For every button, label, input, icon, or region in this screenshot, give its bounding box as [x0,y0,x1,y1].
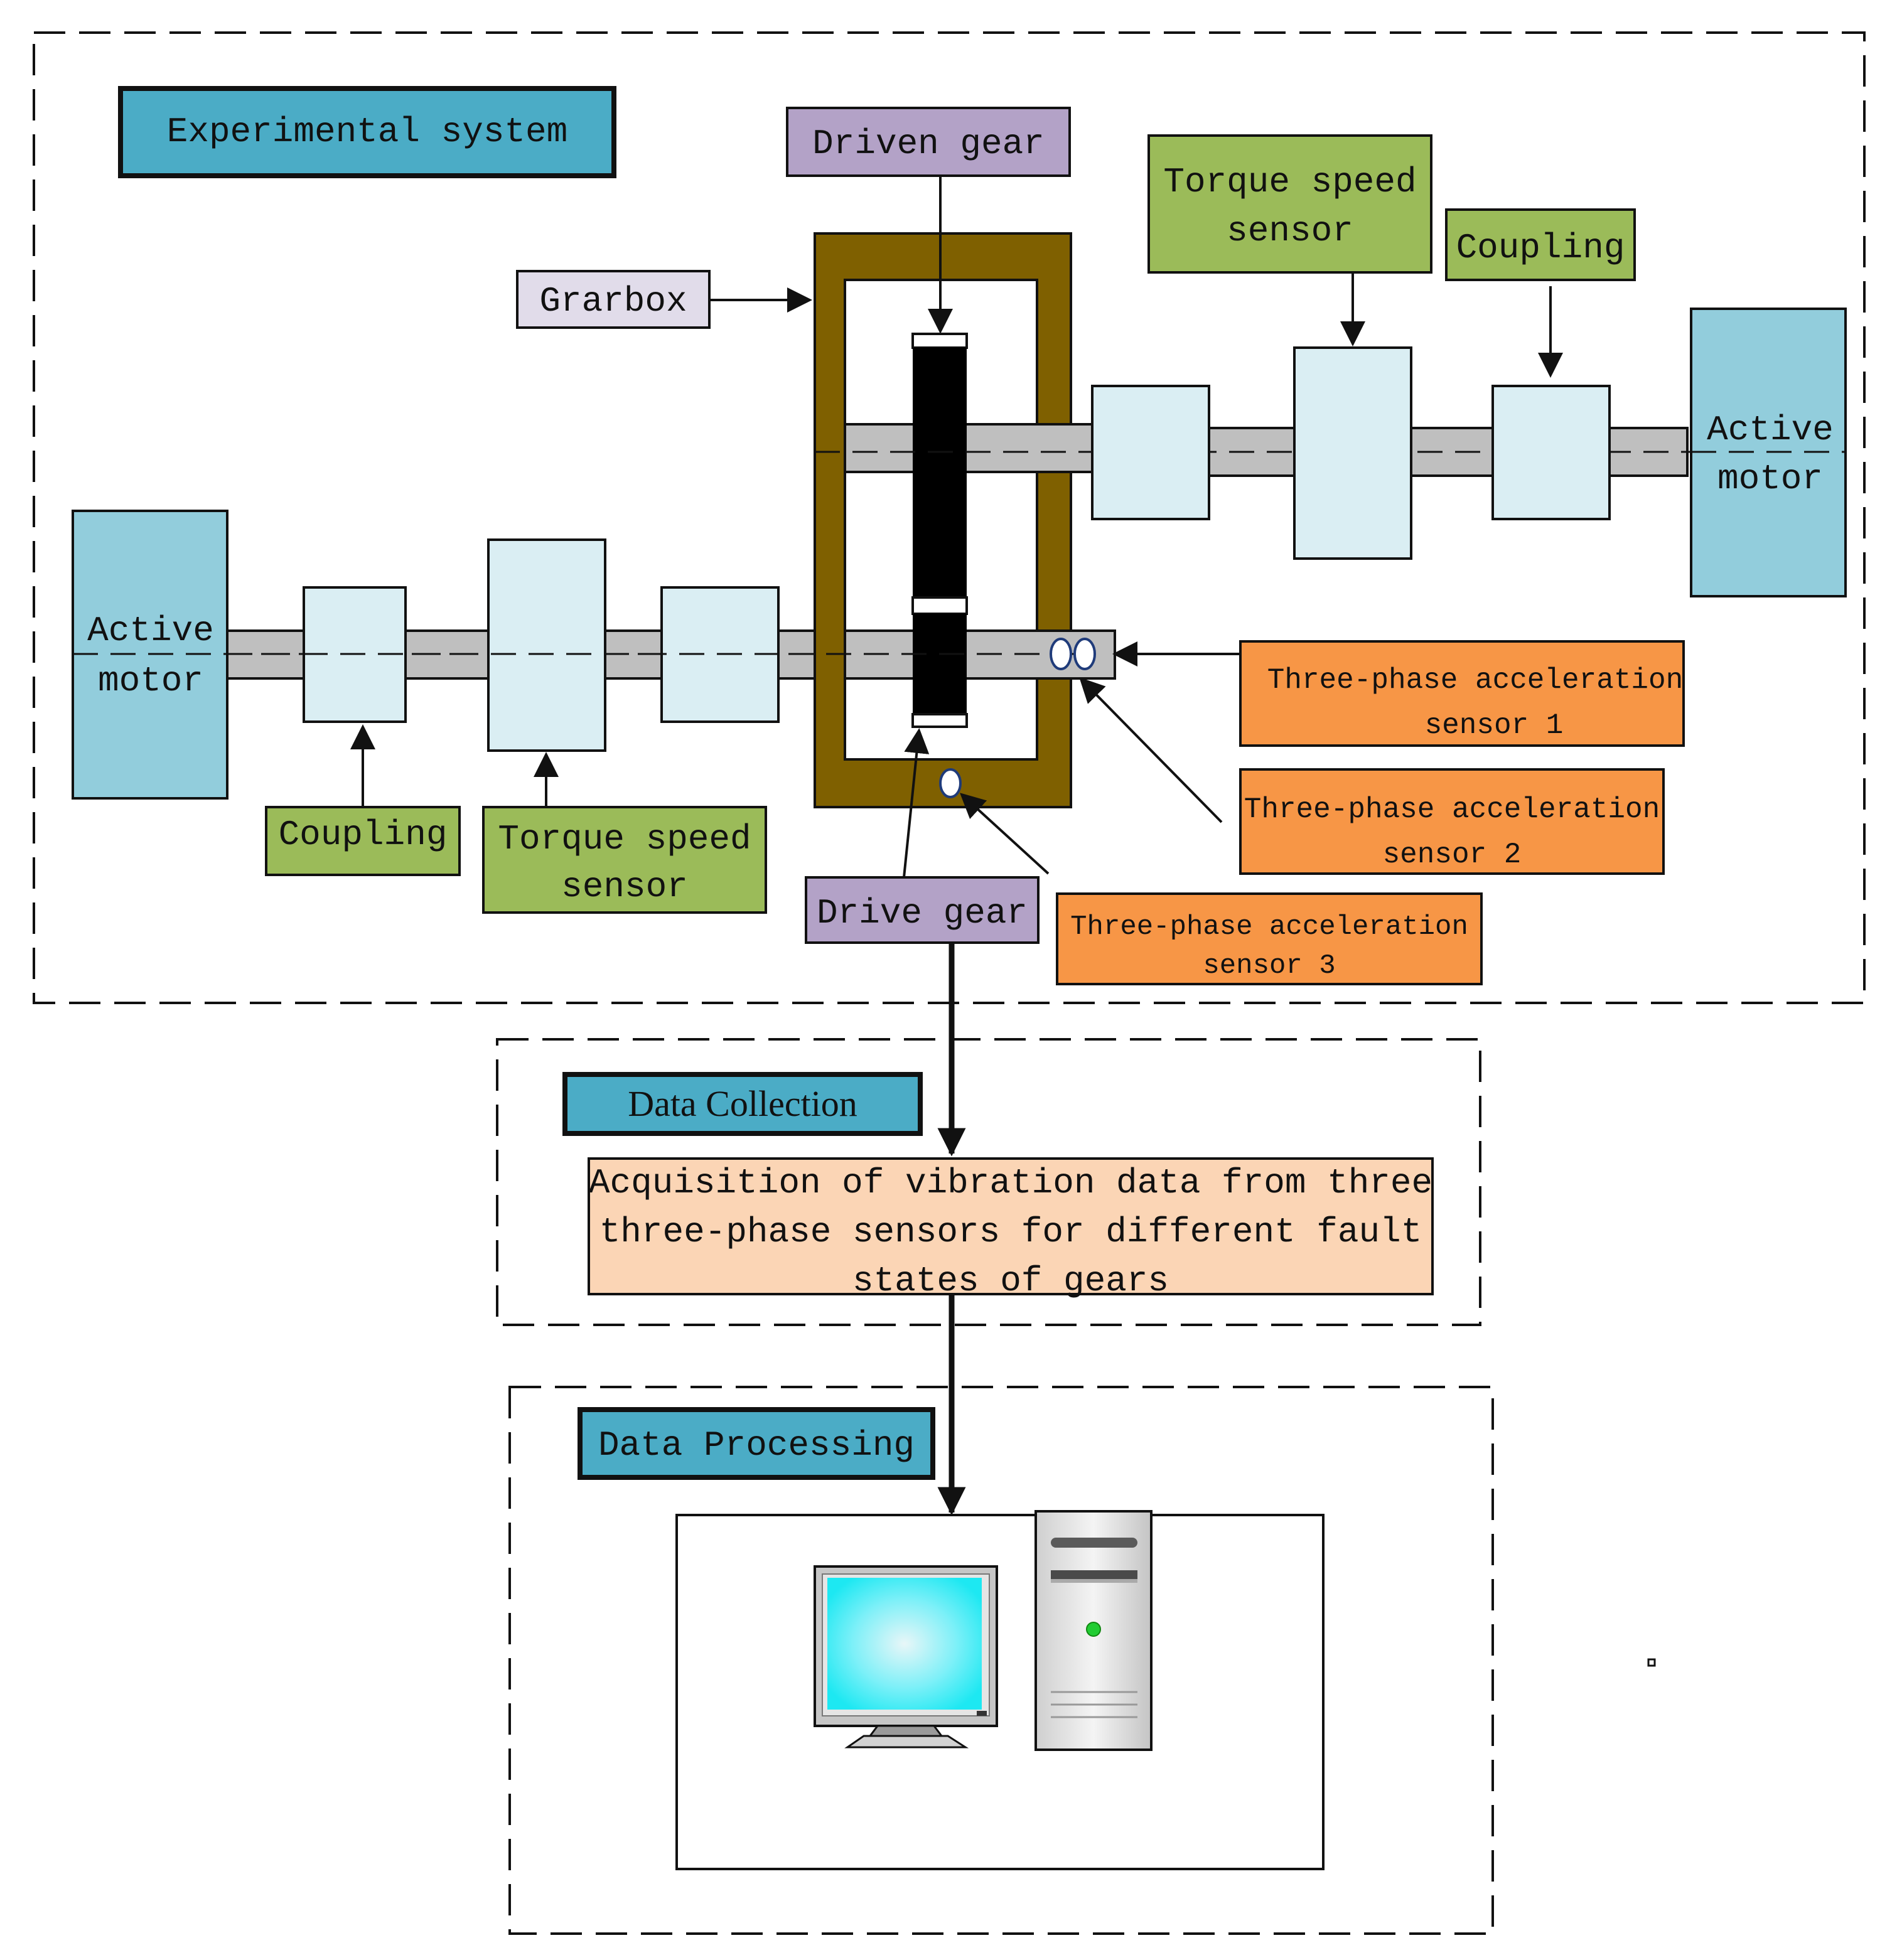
svg-text:sensor: sensor [1227,211,1353,251]
svg-text:Torque speed: Torque speed [1163,162,1416,202]
small-square-marker [1647,1658,1656,1667]
svg-text:motor: motor [98,661,203,701]
driven-gear-label: Driven gear [786,107,1071,177]
svg-text:Driven gear: Driven gear [812,124,1045,164]
data-processing-title: Data Processing [598,1425,915,1465]
svg-text:three-phase sensors for differ: three-phase sensors for different fault [599,1212,1422,1252]
drive-gear-shape [911,614,968,728]
data-processing-header: Data Processing [578,1407,935,1480]
right-torque-sensor-block [1293,346,1412,560]
monitor-icon [814,1565,998,1748]
svg-text:sensor 2: sensor 2 [1383,838,1522,871]
acquisition-box: Acquisition of vibration data from three… [588,1157,1434,1301]
svg-text:sensor 3: sensor 3 [1203,950,1335,982]
right-coupling-block [1091,385,1210,520]
accelerometer-2-marker [1073,638,1096,670]
acceleration-sensor-2-label: Three-phase acceleration sensor 2 [1239,768,1665,875]
svg-text:states of gears: states of gears [852,1261,1169,1301]
svg-text:Three-phase acceleration: Three-phase acceleration [1070,911,1468,943]
svg-text:sensor 1: sensor 1 [1425,709,1564,742]
data-collection-title: Data Collection [628,1083,857,1124]
driven-gear-shape [911,333,968,615]
data-processing-frame [508,1386,1494,1935]
svg-text:Coupling: Coupling [1456,228,1625,268]
svg-text:motor: motor [1717,459,1823,499]
svg-text:Three-phase acceleration: Three-phase acceleration [1267,664,1684,697]
computer-panel [675,1514,1325,1870]
right-small-coupling-block [1491,385,1611,520]
acceleration-sensor-1-label: Three-phase acceleration sensor 1 [1239,640,1685,747]
svg-text:Coupling: Coupling [279,815,448,855]
svg-text:Three-phase acceleration: Three-phase acceleration [1244,793,1660,826]
data-collection-header: Data Collection [562,1072,923,1136]
svg-text:Torque speed: Torque speed [498,819,751,859]
accelerometer-3-marker [939,768,962,798]
left-coupling-label: Coupling [265,806,461,876]
acceleration-sensor-3-label: Three-phase acceleration sensor 3 [1056,892,1483,985]
svg-text:Active: Active [1707,410,1834,450]
gearbox-label: Grarbox [516,270,711,329]
right-torque-speed-sensor-label: Torque speed sensor [1147,134,1432,274]
right-coupling-label: Coupling [1445,208,1636,281]
svg-text:sensor: sensor [561,867,688,907]
experimental-system-title: Experimental system [167,112,568,152]
left-torque-speed-sensor-label: Torque speed sensor [482,806,767,914]
accelerometer-1-marker [1050,638,1072,670]
svg-text:Active: Active [87,611,214,651]
experimental-system-header: Experimental system [118,86,616,178]
computer-tower-icon [1034,1510,1153,1751]
left-torque-sensor-block [487,538,606,752]
svg-text:Drive gear: Drive gear [817,893,1028,933]
drive-gear-label: Drive gear [805,876,1040,944]
svg-text:Acquisition of vibration data: Acquisition of vibration data from three [589,1163,1432,1203]
svg-text:Grarbox: Grarbox [539,281,687,321]
